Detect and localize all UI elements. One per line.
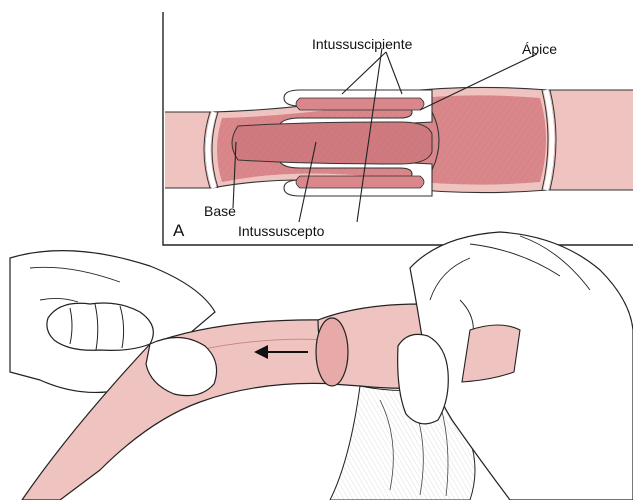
right-thumb xyxy=(398,334,449,423)
outer-bowel-left xyxy=(165,112,212,188)
panel-letter: A xyxy=(173,222,184,239)
leader-intussuscipiente-2 xyxy=(386,52,402,94)
left-fingers xyxy=(47,303,153,350)
fold-lower-fill xyxy=(296,176,424,188)
label-intussuscepto: Intussuscepto xyxy=(238,224,324,238)
bottom-illustration xyxy=(10,232,633,500)
bowel-collar xyxy=(316,318,348,386)
label-apice: Ápice xyxy=(522,42,557,56)
leader-intussuscipiente-1 xyxy=(342,52,386,94)
fold-upper-fill xyxy=(296,98,424,110)
label-base: Base xyxy=(204,204,236,218)
label-intussuscipiente: Intussuscipiente xyxy=(312,37,412,51)
bowel-distal xyxy=(462,325,520,382)
outer-bowel-right xyxy=(548,90,633,190)
